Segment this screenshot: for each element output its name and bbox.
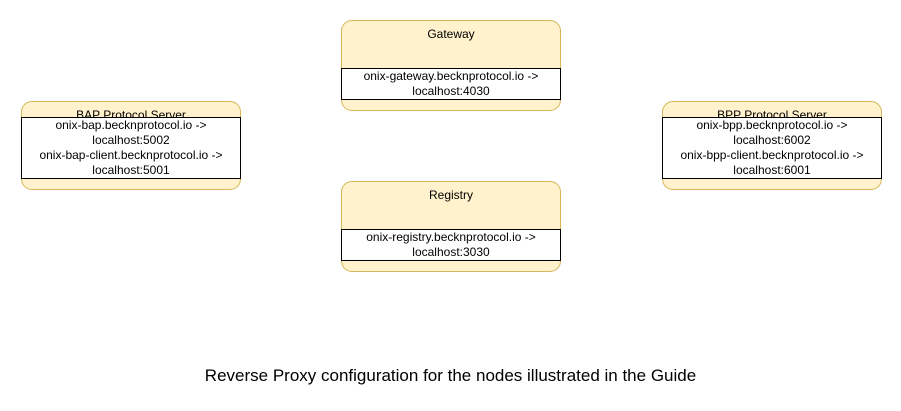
mapping-line: localhost:6001 [733, 163, 811, 177]
node-bpp-mapping-box: onix-bpp.becknprotocol.io -> localhost:6… [662, 117, 882, 179]
mapping-line: localhost:3030 [412, 245, 490, 259]
node-registry-title: Registry [428, 188, 473, 202]
mapping-line: onix-bpp-client.becknprotocol.io -> [680, 148, 864, 162]
node-gateway: Gateway onix-gateway.becknprotocol.io ->… [341, 20, 561, 111]
mapping-line: onix-bap.becknprotocol.io -> [55, 118, 207, 132]
mapping-line: localhost:4030 [412, 84, 490, 98]
node-gateway-title: Gateway [427, 27, 475, 41]
mapping-line: onix-registry.becknprotocol.io -> [366, 230, 536, 244]
node-bpp-protocol-server: BPP Protocol Server onix-bpp.becknprotoc… [662, 101, 882, 190]
mapping-line: localhost:5002 [92, 133, 170, 147]
mapping-line: localhost:6002 [733, 133, 811, 147]
mapping-line: onix-gateway.becknprotocol.io -> [363, 69, 539, 83]
node-registry: Registry onix-registry.becknprotocol.io … [341, 181, 561, 272]
node-bap-mapping-box: onix-bap.becknprotocol.io -> localhost:5… [21, 117, 241, 179]
diagram-caption: Reverse Proxy configuration for the node… [204, 366, 697, 385]
mapping-line: localhost:5001 [92, 163, 170, 177]
node-registry-mapping-box: onix-registry.becknprotocol.io -> localh… [341, 229, 561, 261]
mapping-line: onix-bpp.becknprotocol.io -> [696, 118, 848, 132]
node-gateway-mapping-box: onix-gateway.becknprotocol.io -> localho… [341, 68, 561, 100]
node-bap-protocol-server: BAP Protocol Server onix-bap.becknprotoc… [21, 101, 241, 190]
mapping-line: onix-bap-client.becknprotocol.io -> [39, 148, 223, 162]
